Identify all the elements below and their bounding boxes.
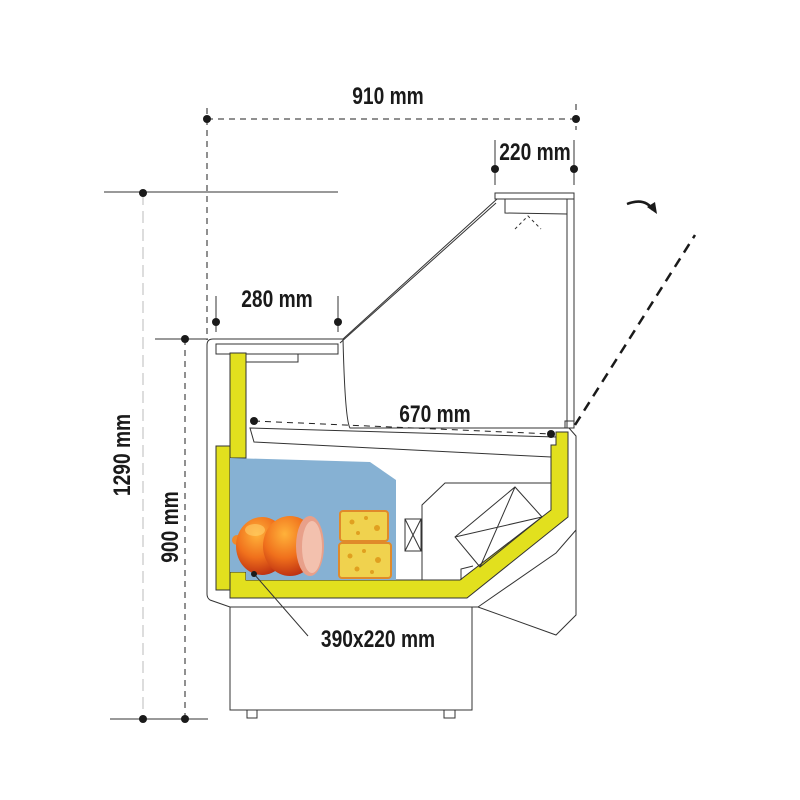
label-total-depth: 910 mm	[352, 82, 423, 110]
sausage-illustration	[232, 516, 324, 576]
label-counter-height: 900 mm	[156, 491, 184, 562]
cooling-unit	[404, 482, 551, 580]
cabinet	[206, 192, 577, 719]
dimension-shelf-top-depth: 280 mm	[212, 285, 342, 332]
dimension-counter-height: 900 mm	[155, 335, 208, 723]
dimension-total-depth: 910 mm	[203, 82, 580, 340]
glass-shelf	[249, 427, 557, 458]
cheese-illustration	[338, 510, 392, 579]
dimension-inner-depth: 670 mm	[250, 400, 555, 438]
label-total-height: 1290 mm	[108, 414, 136, 496]
dimension-tray-size: 390x220 mm	[251, 571, 435, 653]
label-inner-depth: 670 mm	[399, 400, 470, 428]
label-tray-size: 390x220 mm	[321, 625, 435, 653]
dimension-top-depth: 220 mm	[491, 138, 578, 185]
dimension-total-height: 1290 mm	[104, 189, 338, 723]
label-top-depth: 220 mm	[499, 138, 570, 166]
label-shelf-top-depth: 280 mm	[241, 285, 312, 313]
door-swing	[573, 200, 697, 426]
